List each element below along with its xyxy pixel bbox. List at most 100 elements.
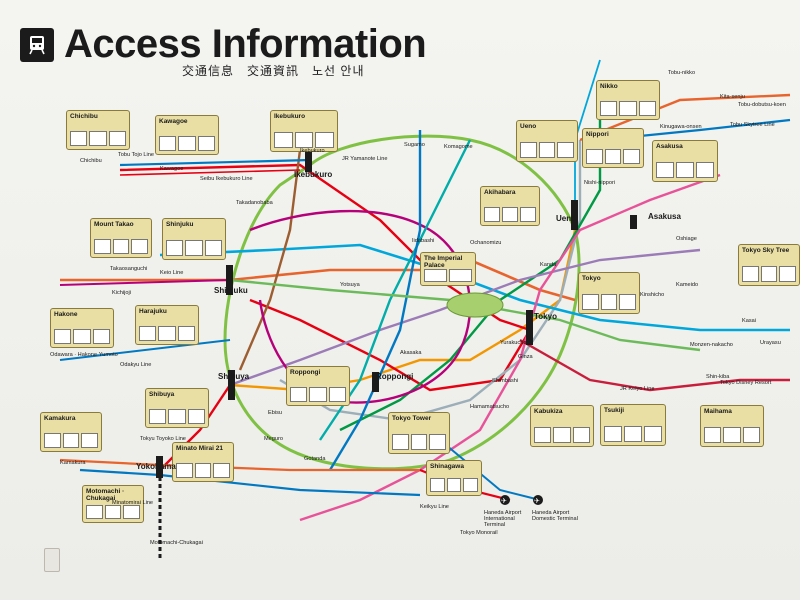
destination-label: Asakusa	[656, 143, 683, 150]
station-kita-senju: Kita-senju	[720, 94, 745, 100]
station-takaosanguchi: Takaosanguchi	[110, 266, 148, 272]
destination-asakusa: Asakusa	[652, 140, 718, 182]
station-chichibu: Chichibu	[80, 158, 102, 164]
destination-label: Hakone	[54, 311, 78, 318]
station-sugamo: Sugamo	[404, 142, 425, 148]
line-odakyu	[59, 339, 231, 361]
station-iidabashi: Iidabashi	[412, 238, 435, 244]
destination-label: Kawagoe	[159, 118, 188, 125]
station-odawara-hakone: Odawara · Hakone-Yumoto	[50, 352, 118, 358]
station-tobu-dobutsu-koen: Tobu-dobutsu-koen	[738, 102, 786, 108]
station-motomachi: Motomachi-Chukagai	[150, 540, 203, 546]
destination-tokyo: Tokyo	[578, 272, 640, 314]
destination-motomachi: Motomachi · Chukagai	[82, 485, 144, 523]
station-urayasu: Urayasu	[760, 340, 781, 346]
destination-label: Kamakura	[44, 415, 76, 422]
station-tobu-nikko: Tobu-nikko	[668, 70, 696, 76]
destination-roppongi: Roppongi	[286, 366, 350, 406]
destination-label: Kabukiza	[534, 408, 563, 415]
line-label-tojo: Tobu Tojo Line	[118, 152, 154, 158]
page-subtitle: 交通信息 交通資訊 노선 안내	[182, 64, 365, 78]
hub-shibuya: Shibuya	[218, 372, 250, 381]
station-ochanomizu: Ochanomizu	[470, 240, 502, 246]
destination-nippori: Nippori	[582, 128, 644, 168]
destination-kawagoe: Kawagoe	[155, 115, 219, 155]
hub-yokohama: Yokohama	[136, 462, 176, 471]
station-yurakucho: Yurakucho	[500, 340, 527, 346]
station-shimbashi: Shimbashi	[492, 378, 519, 384]
hub-marker-yokohama	[156, 456, 163, 478]
destination-shibuya: Shibuya	[145, 388, 209, 428]
station-hamamatsucho: Hamamatsucho	[470, 404, 510, 410]
line-label-seibu: Seibu Ikebukuro Line	[200, 176, 253, 182]
imperial-palace-area	[446, 292, 504, 318]
airport-icon-domestic	[533, 495, 543, 505]
header: Access Information	[20, 22, 427, 67]
destination-minato-mirai: Minato Mirai 21	[172, 442, 234, 482]
station-kanda: Kanda	[540, 262, 557, 268]
destination-label: Shinjuku	[166, 221, 194, 228]
destination-kabukiza: Kabukiza	[530, 405, 594, 447]
svg-text:✈: ✈	[501, 497, 507, 505]
station-kichijoji: Kichijoji	[112, 290, 131, 296]
line-yokosuka	[79, 468, 421, 497]
wall-outlet	[44, 548, 60, 572]
destination-ikebukuro: Ikebukuro	[270, 110, 338, 152]
airport-icon-international	[500, 495, 510, 505]
destination-label: Chichibu	[70, 113, 98, 120]
line-asakusa	[299, 173, 721, 522]
station-ebisu: Ebisu	[268, 410, 282, 416]
line-label-odakyu: Odakyu Line	[120, 362, 152, 368]
destination-shinagawa: Shinagawa	[426, 460, 482, 496]
hub-marker-roppongi	[372, 372, 379, 392]
destination-label: The Imperial Palace	[424, 255, 463, 269]
destination-tokyo-tower: Tokyo Tower	[388, 412, 450, 454]
station-ikebukuro-small: Ikebukuro	[300, 148, 325, 154]
hub-marker-ikebukuro	[305, 150, 312, 172]
destination-label: Nikko	[600, 83, 618, 90]
hub-marker-tokyo	[526, 310, 533, 345]
station-komagome: Komagome	[444, 144, 473, 150]
line-label-skytree: Tobu Skytree Line	[730, 122, 775, 128]
destination-tokyo-sky-tree: Tokyo Sky Tree	[738, 244, 800, 286]
destination-maihama: Maihama	[700, 405, 764, 447]
destination-label: Ikebukuro	[274, 113, 306, 120]
destination-label: Tokyo Sky Tree	[742, 247, 790, 254]
destination-label: Ueno	[520, 123, 537, 130]
line-tojo	[119, 158, 311, 167]
station-kamakura: Kamakura	[60, 460, 86, 466]
line-tobu	[579, 93, 791, 142]
destination-label: Tokyo	[582, 275, 601, 282]
line-fukutoshin	[238, 149, 302, 371]
station-shin-kiba: Shin-kiba	[706, 374, 730, 380]
line-label-keio: Keio Line	[160, 270, 184, 276]
destination-akihabara: Akihabara	[480, 186, 540, 226]
line-label-minatomirai: Minatomirai Line	[112, 500, 154, 506]
line-label-keikyu: Keikyu Line	[420, 504, 449, 510]
line-keio	[59, 279, 231, 286]
station-kawagoe: Kawagoe	[160, 166, 184, 172]
line-monorail	[439, 439, 541, 501]
destination-label: Tsukiji	[604, 407, 625, 414]
line-label-monorail: Tokyo Monorail	[460, 530, 498, 536]
station-oshiage: Oshiage	[676, 236, 697, 242]
line-mita	[328, 130, 422, 471]
destination-label: Roppongi	[290, 369, 321, 376]
destination-label: Nippori	[586, 131, 609, 138]
destination-ueno: Ueno	[516, 120, 578, 162]
station-takadanobaba: Takadanobaba	[236, 200, 273, 206]
destination-shinjuku: Shinjuku	[162, 218, 226, 260]
destination-kamakura: Kamakura	[40, 412, 102, 452]
hub-marker-shibuya	[228, 370, 235, 400]
hub-ueno: Ueno	[556, 214, 576, 223]
station-haneda-intl: Haneda Airport International Terminal	[484, 510, 522, 528]
destination-tsukiji: Tsukiji	[600, 404, 666, 446]
line-seibu	[119, 169, 301, 176]
destination-hakone: Hakone	[50, 308, 114, 348]
svg-text:✈: ✈	[534, 497, 540, 505]
destination-label: Motomachi · Chukagai	[86, 488, 125, 502]
station-haneda-dom: Haneda Airport Domestic Terminal	[532, 510, 578, 522]
destination-label: Minato Mirai 21	[176, 445, 223, 452]
station-nishi-nippori: Nishi-nippori	[584, 180, 616, 186]
line-label-keiyo: JR Keiyo Line	[620, 386, 655, 392]
